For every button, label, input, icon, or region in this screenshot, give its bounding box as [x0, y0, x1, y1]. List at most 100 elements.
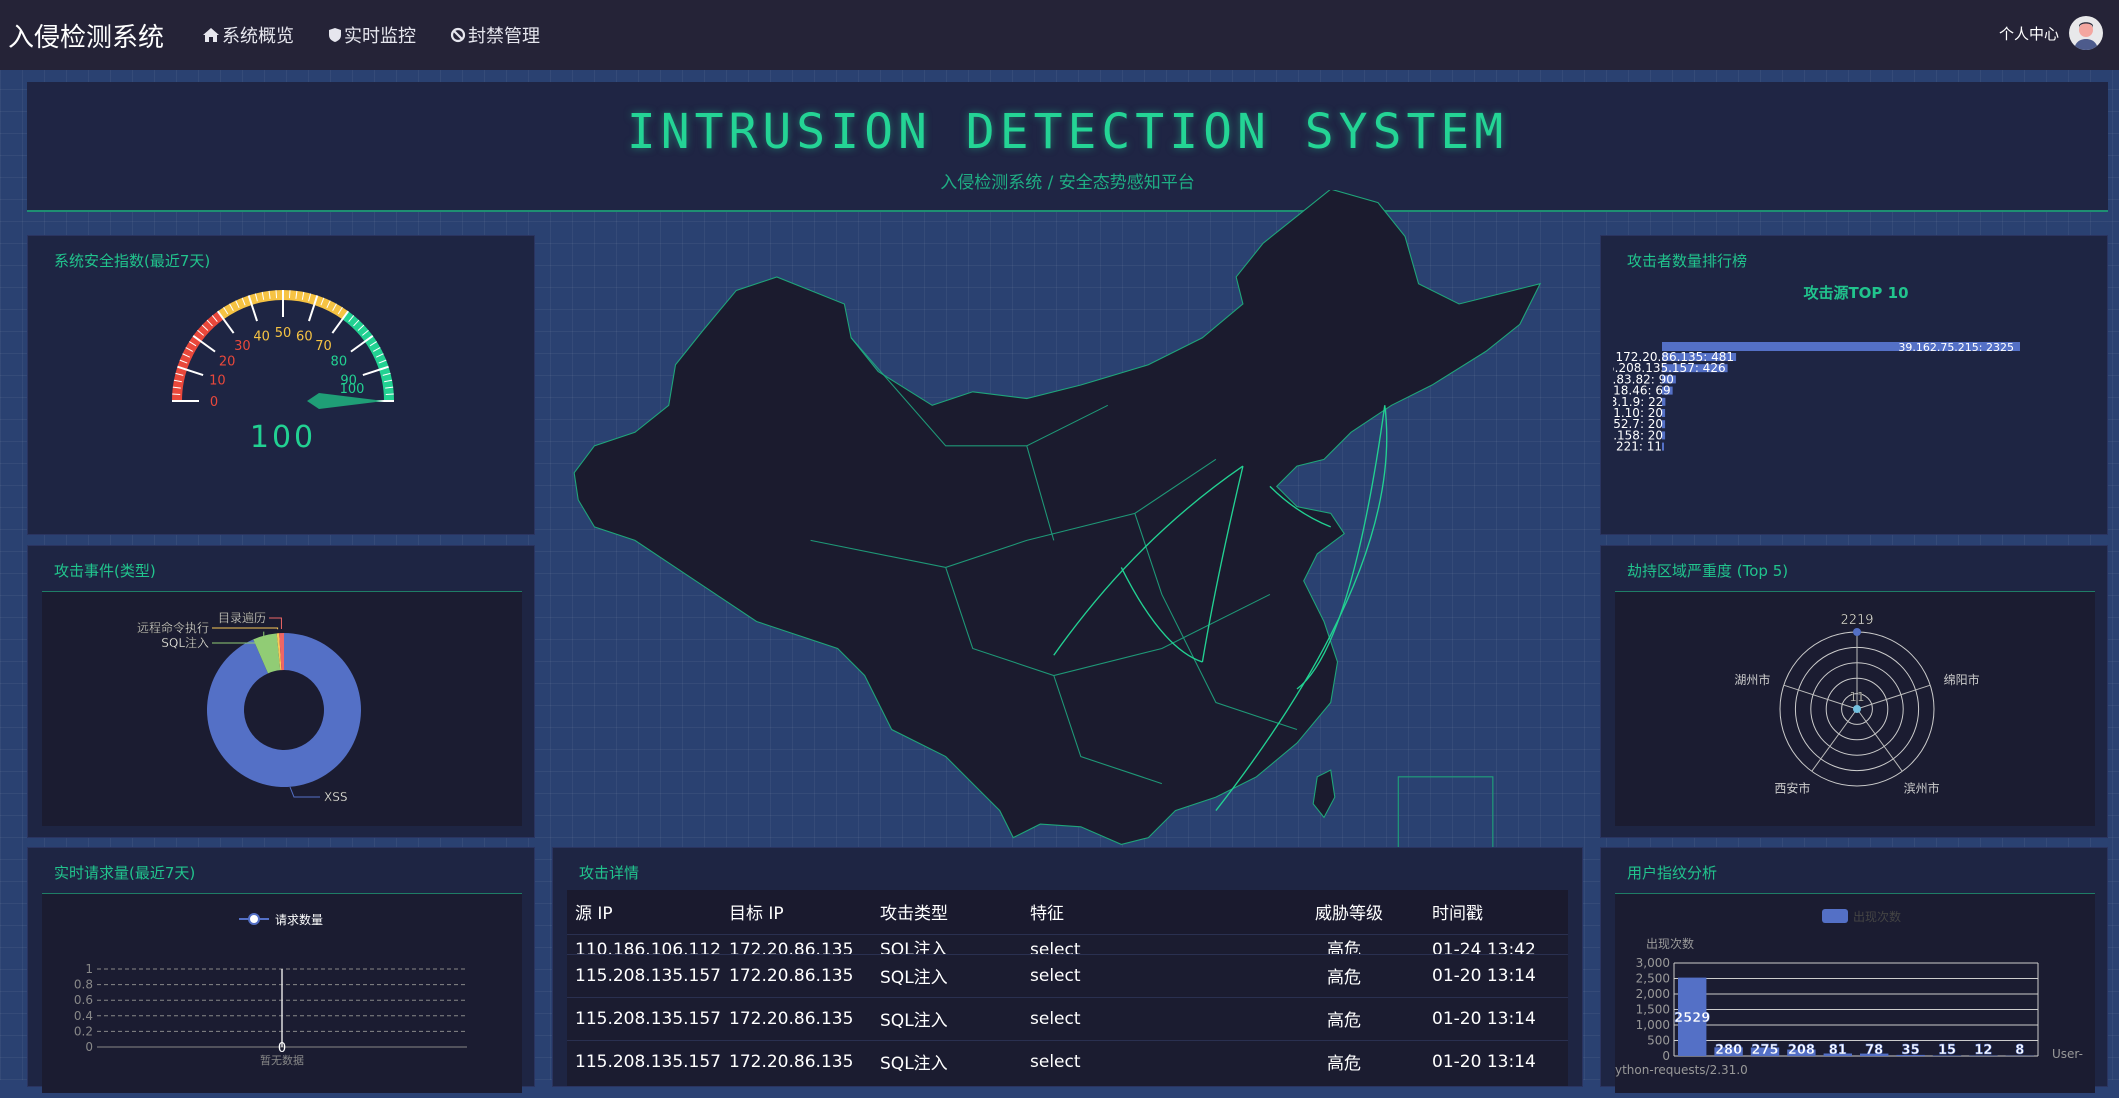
- gauge-tick-label: 20: [219, 354, 236, 369]
- legend-label: 请求数量: [275, 912, 323, 927]
- x-tick-label: ython-requests/2.31.0: [1615, 1063, 1748, 1077]
- bar-value-label: 35: [1902, 1043, 1920, 1058]
- table-cell: SQL注入: [872, 997, 1022, 1040]
- table-cell: 高危: [1307, 1040, 1424, 1083]
- legend-marker: [249, 914, 259, 924]
- radar-axis: [1857, 709, 1902, 771]
- top-nav: 入侵检测系统 系统概览 实时监控 封禁管理 个人中心: [0, 0, 2119, 70]
- gauge-tick-label: 100: [340, 382, 365, 397]
- table-cell: SQL注入: [872, 934, 1022, 954]
- panel-attack-details: 攻击详情 源 IP 目标 IP 攻击类型 特征 威胁等级 时间戳 110.186…: [552, 847, 1583, 1087]
- table-cell: SQL注入: [872, 1040, 1022, 1083]
- nav-item-ban[interactable]: 封禁管理: [450, 22, 540, 48]
- bar-label: 39.162.75.215: 2325: [1898, 341, 2014, 354]
- col-timestamp[interactable]: 时间戳: [1424, 890, 1568, 934]
- y-tick-label: 1,500: [1636, 1003, 1670, 1017]
- banner-title: INTRUSION DETECTION SYSTEM: [27, 104, 2108, 160]
- bar-value-label: 12: [1974, 1043, 1992, 1058]
- y-tick-label: 0.2: [74, 1024, 93, 1038]
- x-tick-label: 暂无数据: [260, 1053, 304, 1067]
- col-threat-level[interactable]: 威胁等级: [1307, 890, 1424, 934]
- table-cell: 172.20.86.135: [721, 997, 872, 1040]
- radar-indicator-label: 西安市: [1774, 780, 1810, 795]
- panel-title: 攻击详情: [579, 862, 639, 883]
- bar: [1662, 443, 1664, 451]
- table-cell: SQL注入: [872, 954, 1022, 997]
- ban-icon: [450, 27, 466, 43]
- col-feature[interactable]: 特征: [1022, 890, 1307, 934]
- table-cell: 172.20.86.135: [721, 954, 872, 997]
- y-tick-label: 3,000: [1636, 956, 1670, 970]
- y-axis-name: 出现次数: [1646, 936, 1694, 951]
- bar-label: 221: 11: [1616, 440, 1662, 454]
- bar-value-label: 208: [1788, 1043, 1815, 1058]
- gauge-minor-tick: [172, 394, 180, 395]
- table-cell: 01-24 13:42: [1424, 934, 1568, 954]
- panel-title: 劫持区域严重度 (Top 5): [1627, 560, 1788, 581]
- radar-axis: [1857, 685, 1930, 709]
- label-line: [212, 628, 278, 629]
- radar-indicator-label: 绵阳市: [1944, 672, 1980, 687]
- attack-table-scroll[interactable]: 源 IP 目标 IP 攻击类型 特征 威胁等级 时间戳 110.186.106.…: [567, 890, 1568, 1086]
- nav-item-overview[interactable]: 系统概览: [202, 22, 294, 48]
- legend-label: 出现次数: [1853, 909, 1901, 924]
- gauge-value: 100: [250, 420, 316, 455]
- y-tick-label: 2,000: [1636, 987, 1670, 1001]
- nav-item-monitor[interactable]: 实时监控: [328, 22, 416, 48]
- y-tick-label: 0: [1662, 1049, 1670, 1063]
- panel-title: 实时请求量(最近7天): [54, 862, 195, 883]
- radar-value-label: 11: [1849, 690, 1864, 704]
- y-tick-label: 2,500: [1636, 972, 1670, 986]
- bar-value-label: 2529: [1674, 1011, 1710, 1026]
- table-cell: 172.20.86.135: [721, 1040, 872, 1083]
- radar-value-label: 2219: [1840, 613, 1873, 628]
- bar-value-label: 280: [1715, 1043, 1742, 1058]
- y-tick-label: 500: [1647, 1034, 1670, 1048]
- gauge-tick-label: 40: [253, 329, 270, 344]
- gauge-tick-label: 60: [296, 329, 313, 344]
- radar-axis: [1784, 685, 1857, 709]
- bar-value-label: 275: [1751, 1043, 1778, 1058]
- label-line: [290, 787, 320, 797]
- gauge-minor-tick: [276, 290, 277, 298]
- table-cell: select: [1022, 934, 1307, 954]
- donut-label: 目录遍历: [218, 611, 266, 625]
- user-center-link[interactable]: 个人中心: [1999, 23, 2059, 44]
- bar-value-label: 8: [2015, 1043, 2024, 1058]
- radar-indicator-label: 湖州市: [1734, 672, 1770, 687]
- gauge-tick-label: 10: [209, 374, 226, 389]
- donut-label: XSS: [324, 790, 347, 804]
- brand-title[interactable]: 入侵检测系统: [8, 17, 164, 54]
- panel-title: 攻击事件(类型): [54, 560, 156, 581]
- radar-indicator-label: 滨州市: [1904, 780, 1940, 795]
- user-menu[interactable]: 个人中心: [1999, 16, 2103, 50]
- avatar[interactable]: [2069, 16, 2103, 50]
- table-cell: 高危: [1307, 997, 1424, 1040]
- radar-axis: [1812, 709, 1857, 771]
- bar-value-label: 78: [1865, 1043, 1883, 1058]
- bar-value-label: 81: [1829, 1043, 1847, 1058]
- table-cell: 115.208.135.157: [567, 1040, 721, 1083]
- table-cell: 172.20.86.135: [721, 934, 872, 954]
- panel-region-severity: 劫持区域严重度 (Top 5) 绵阳市滨州市 西安市 湖州市 2219 11: [1600, 545, 2108, 838]
- col-source-ip[interactable]: 源 IP: [567, 890, 721, 934]
- gauge-minor-tick: [289, 290, 290, 298]
- gauge-tick-label: 0: [210, 395, 218, 410]
- table-cell: select: [1022, 997, 1307, 1040]
- col-attack-type[interactable]: 攻击类型: [872, 890, 1022, 934]
- bar-value-label: 15: [1938, 1043, 1956, 1058]
- nav-label: 系统概览: [222, 22, 294, 48]
- col-target-ip[interactable]: 目标 IP: [721, 890, 872, 934]
- chart-title: 攻击源TOP 10: [1803, 284, 1908, 302]
- table-cell: 01-20 13:14: [1424, 997, 1568, 1040]
- table-cell: 115.208.135.157: [567, 954, 721, 997]
